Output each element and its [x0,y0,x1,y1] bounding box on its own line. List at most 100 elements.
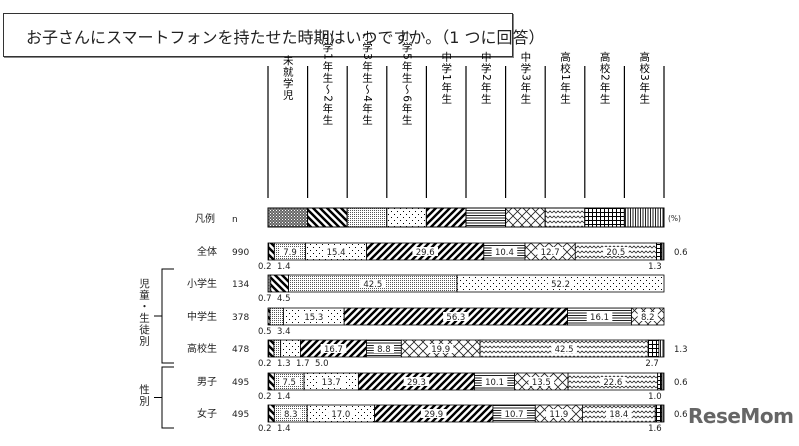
legend-swatch-wave [544,207,586,228]
value-label-bg [491,247,518,256]
value-label-bg [360,279,386,288]
value-label: 0.2 [258,424,272,434]
value-label-bg [537,247,563,256]
value-label-bg [547,279,574,288]
value-label: 8.2 [641,313,655,323]
value-label: 1.3 [277,359,291,369]
legend-swatch-fine-dots [346,207,388,228]
row-label: 全体 [197,245,217,258]
value-label-bg [546,409,572,418]
unit-label: (%) [668,214,681,223]
value-label-bg [280,409,301,418]
legend-category-label: 小学5年生〜6年生 [401,30,413,126]
value-label-bg [373,344,395,353]
bar-segment [267,274,272,293]
value-label: 29.9 [424,410,443,420]
value-label: 7.5 [282,378,296,388]
value-label: 8.8 [377,345,391,355]
value-label: 0.6 [674,410,688,420]
legend-swatch-sparse-dots [386,207,427,228]
value-label: 1.0 [648,392,662,402]
legend-label: 凡例 [195,212,215,225]
value-label: 42.5 [555,345,574,355]
value-label: 0.6 [674,248,688,258]
value-label-bg [323,247,349,256]
legend-swatch-horizontal-lines [465,207,507,228]
legend-swatch-grid [584,207,625,228]
bar-segment [270,274,290,293]
legend-category-label: 小学1年生〜2年生 [321,30,333,126]
value-label-bg [551,344,577,353]
value-label-bg [600,377,626,386]
value-label: 8.3 [284,410,298,420]
value-label: 29.3 [407,378,426,388]
value-label: 13.7 [322,378,341,388]
group-label-student-type: 児童・生徒別 [138,278,150,347]
row-label: 男子 [197,376,217,388]
value-label: 29.6 [416,248,435,258]
row-n: 495 [232,410,249,420]
row-n: 378 [232,313,249,323]
row-n: 990 [232,248,249,258]
value-label: 7.9 [283,248,297,258]
value-label: 1.4 [277,262,291,272]
bar-segment [280,339,301,358]
value-label: 18.4 [609,410,628,420]
bar-segment [273,339,282,358]
value-label: 16.1 [590,313,609,323]
row-label: 女子 [197,407,217,420]
value-label-bg [481,377,508,386]
value-label: 0.5 [258,327,272,337]
legend-swatch-dense-check [267,207,309,228]
legend-swatch-vertical-lines [623,207,665,228]
value-label: 15.3 [304,313,323,323]
value-label: 2.7 [645,359,659,369]
value-label-bg [420,409,447,418]
value-label-bg [603,247,629,256]
legend-category-label: 中学1年生 [440,50,452,104]
legend-category-label: 高校3年生 [638,50,650,104]
value-label: 0.2 [258,392,272,402]
bar-segment [269,307,284,326]
value-label-bg [637,312,658,321]
bar-segment [656,242,663,261]
value-label: 0.6 [674,378,688,388]
value-label: 52.2 [551,280,570,290]
value-label-bg [320,344,347,353]
value-label: 4.5 [277,294,291,304]
value-label: 10.4 [495,248,514,258]
value-label: 10.7 [505,410,524,420]
row-label: 小学生 [187,277,217,290]
value-label: 19.9 [431,345,450,355]
legend-swatch-backslash [307,207,348,228]
value-label-bg [501,409,527,418]
group-label-gender: 性別 [138,384,150,407]
bar-segment [268,242,275,261]
bar-segment [661,242,665,261]
value-label-bg [443,312,469,321]
value-label: 12.7 [541,248,560,258]
value-label: 20.5 [606,248,625,258]
value-label: 0.7 [258,294,272,304]
value-label-bg [528,377,555,386]
value-label: 1.6 [648,424,662,434]
value-label-bg [328,409,354,418]
row-n: 495 [232,378,249,388]
value-label: 22.6 [603,378,622,388]
value-label: 1.4 [277,392,291,402]
value-label: 1.3 [648,262,662,272]
value-label: 15.4 [327,248,346,258]
value-label: 42.5 [363,280,382,290]
legend-category-label: 未就学児 [282,55,294,101]
value-label: 3.4 [277,327,291,337]
bar-segment [654,404,663,423]
value-label: 17.0 [331,410,350,420]
legend-swatch-crosshatch-diamond [505,207,546,228]
n-label: n [232,215,238,225]
value-label: 1.7 [296,359,310,369]
legend-category-label: 中学2年生 [480,50,492,104]
value-label: 5.0 [315,359,329,369]
resemom-logo: ReseMom [688,404,794,428]
question-box: お子さんにスマートフォンを持たせた時期はいつですか。（1 つに回答） [3,13,544,57]
